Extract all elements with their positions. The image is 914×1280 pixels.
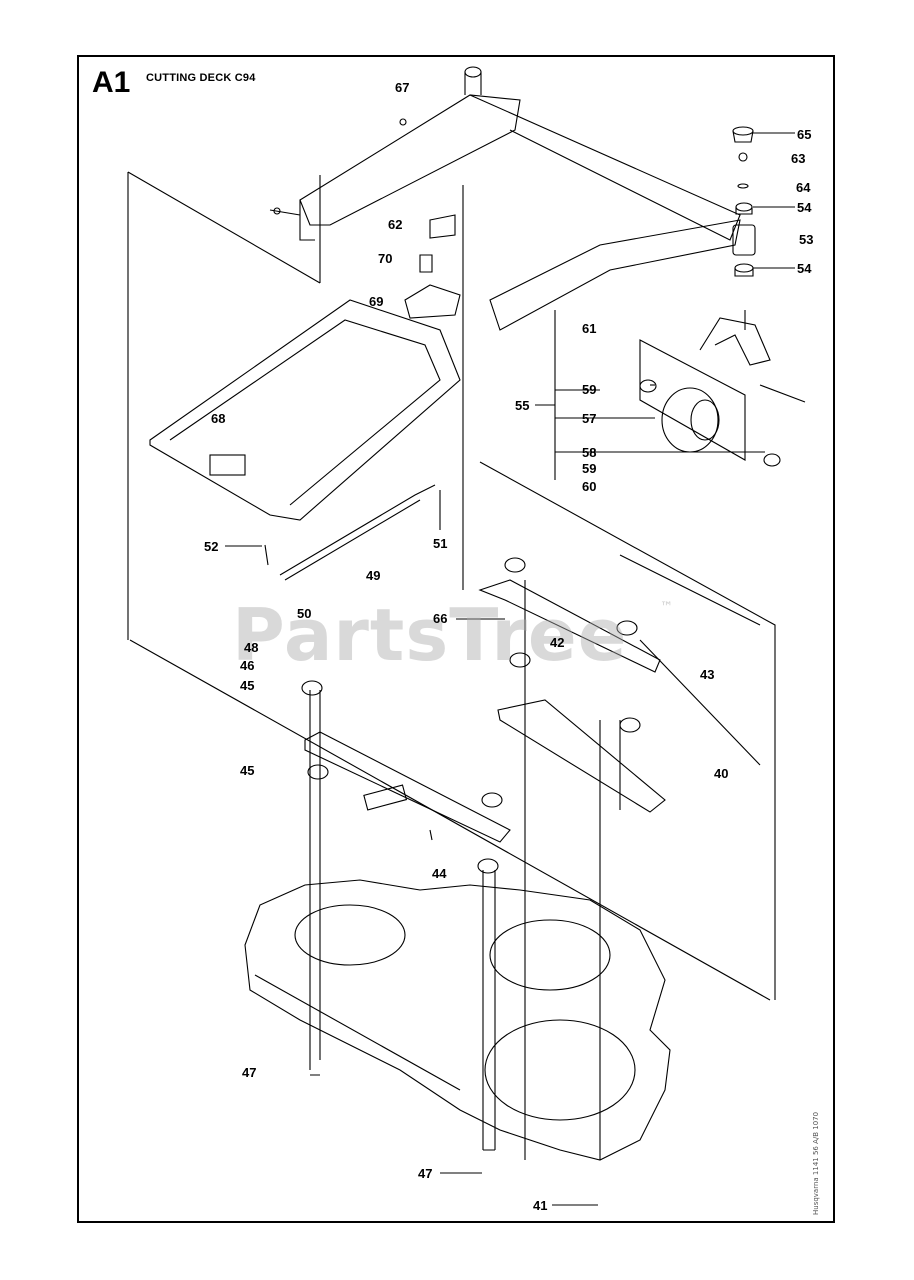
part-label-61: 61	[582, 321, 597, 336]
watermark-trademark: ™	[660, 600, 673, 615]
part-label-53: 53	[799, 232, 814, 247]
section-code: A1	[92, 66, 131, 99]
front-frame	[149, 299, 461, 521]
bracket-parts	[404, 214, 461, 319]
part-label-45: 45	[240, 678, 255, 693]
part-label-51: 51	[433, 536, 448, 551]
part-label-47: 47	[242, 1065, 257, 1080]
part-label-57: 57	[582, 411, 597, 426]
wheel-assembly	[535, 310, 806, 480]
document-reference: Husqvarna 1141 56 A/B 1070	[812, 1111, 820, 1215]
lift-arm-assembly	[269, 66, 741, 331]
hardware-stack	[732, 126, 756, 277]
hanger-bolts	[309, 580, 621, 1160]
part-label-48: 48	[244, 640, 259, 655]
part-label-54: 54	[797, 261, 812, 276]
pivot-bars	[301, 557, 666, 874]
diagram-title: CUTTING DECK C94	[146, 72, 256, 84]
part-label-66: 66	[433, 611, 448, 626]
part-label-62: 62	[388, 217, 403, 232]
part-label-59: 59	[582, 382, 597, 397]
part-label-58: 58	[582, 445, 597, 460]
part-label-63: 63	[791, 151, 806, 166]
part-label-68: 68	[211, 411, 226, 426]
part-label-52: 52	[204, 539, 219, 554]
diagram-frame	[77, 55, 835, 1223]
part-label-54: 54	[797, 200, 812, 215]
part-label-47: 47	[418, 1166, 433, 1181]
part-label-46: 46	[240, 658, 255, 673]
part-label-55: 55	[515, 398, 530, 413]
assembly-guide-lines	[127, 171, 776, 1001]
mower-deck	[244, 879, 671, 1161]
part-label-42: 42	[550, 635, 565, 650]
part-label-49: 49	[366, 568, 381, 583]
part-label-67: 67	[395, 80, 410, 95]
part-label-50: 50	[297, 606, 312, 621]
part-label-59: 59	[582, 461, 597, 476]
part-label-70: 70	[378, 251, 393, 266]
linkage-rod	[225, 484, 441, 581]
leader-lines	[440, 132, 795, 1206]
part-label-40: 40	[714, 766, 729, 781]
part-label-69: 69	[369, 294, 384, 309]
part-label-60: 60	[582, 479, 597, 494]
part-label-41: 41	[533, 1198, 548, 1213]
part-label-45: 45	[240, 763, 255, 778]
part-label-43: 43	[700, 667, 715, 682]
part-label-64: 64	[796, 180, 811, 195]
part-label-44: 44	[432, 866, 447, 881]
part-label-65: 65	[797, 127, 812, 142]
